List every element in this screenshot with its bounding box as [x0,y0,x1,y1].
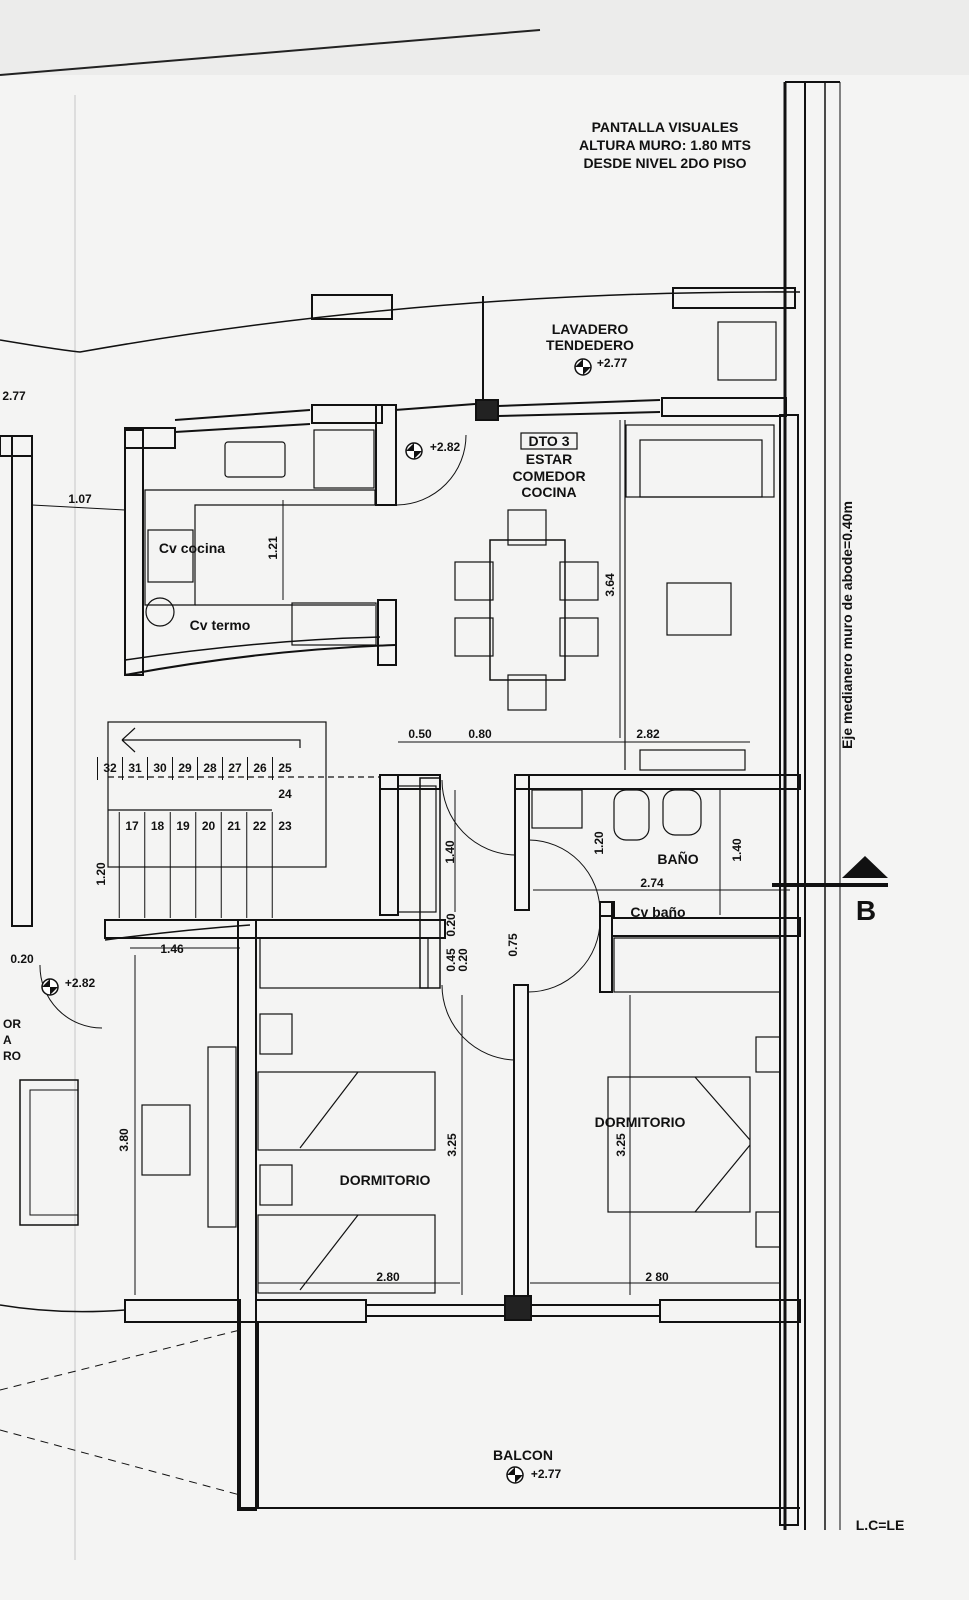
fixtures [141,321,781,1294]
stair-step-number: 21 [227,819,241,833]
stair-step-number: 22 [253,819,267,833]
screen-note: PANTALLA VISUALES ALTURA MURO: 1.80 MTS … [579,119,751,171]
level-left-bottom: +2.82 [65,976,96,990]
label-cv-termo: Cv termo [190,617,251,633]
dim-1-20-bath: 1.20 [592,831,606,855]
stair-step-number: 20 [202,819,216,833]
dim-0-50: 0.50 [408,727,432,741]
dim-1-21: 1.21 [266,536,280,560]
dim-2-80-right: 2 80 [645,1270,669,1284]
dim-1-20-stair: 1.20 [94,862,108,886]
dim-1-07: 1.07 [68,492,92,506]
label-cv-cocina: Cv cocina [159,540,225,556]
stair-step-number: 28 [203,761,217,775]
section-marker-b [772,856,888,887]
stair-step-number: 18 [151,819,165,833]
dim-2-74: 2.74 [640,876,664,890]
dim-3-25-right: 3.25 [614,1133,628,1157]
dim-3-25-left: 3.25 [445,1133,459,1157]
room-balcon: BALCON [493,1447,553,1463]
room-comedor: COMEDOR [512,468,585,484]
dim-2-80-left: 2.80 [376,1270,400,1284]
dim-3-64: 3.64 [603,573,617,597]
level-balcon: +2.77 [531,1467,562,1481]
label-cut-a: A [3,1033,12,1047]
dim-0-80: 0.80 [468,727,492,741]
label-section-b: B [856,895,876,926]
stair [107,721,380,868]
door-swings [39,434,601,1061]
stair-step-number: 23 [278,819,292,833]
stair-step-number: 19 [176,819,190,833]
room-dormitorio-right: DORMITORIO [595,1114,686,1130]
stair-step-number: 25 [278,761,292,775]
note-line-3: DESDE NIVEL 2DO PISO [583,155,746,171]
stair-steps-lower: 17 18 19 20 21 22 23 [118,812,292,918]
stair-step-number: 29 [178,761,192,775]
dim-0-45: 0.45 [444,948,458,972]
note-line-1: PANTALLA VISUALES [592,119,739,135]
level-kitchen: +2.82 [430,440,461,454]
level-left-top: 2.77 [2,389,26,403]
level-lavadero: +2.77 [597,356,628,370]
dim-1-46: 1.46 [160,942,184,956]
stair-steps-upper: 32 31 30 29 28 27 26 25 [97,757,292,780]
label-cut-ro: RO [3,1049,21,1063]
room-tendedero: TENDEDERO [546,337,634,353]
dim-2-82: 2.82 [636,727,660,741]
room-cocina: COCINA [521,484,576,500]
dimension-lines [130,420,790,1295]
walls [0,81,841,1530]
room-bano: BAÑO [657,850,698,867]
level-markers [41,358,592,1484]
dim-0-20-c: 0.20 [10,952,34,966]
label-lc-le: L.C=LE [856,1517,905,1533]
stair-step-landing: 24 [278,787,292,801]
room-lavadero: LAVADERO [552,321,629,337]
paper-fold-line [0,29,541,76]
stair-step-number: 31 [128,761,142,775]
dim-1-40-bath: 1.40 [730,838,744,862]
stair-step-number: 17 [125,819,139,833]
dim-0-20-a: 0.20 [444,913,458,937]
dim-0-20-b: 0.20 [456,948,470,972]
dim-0-75: 0.75 [506,933,520,957]
room-dto: DTO 3 [529,433,570,449]
dim-3-80: 3.80 [117,1128,131,1152]
label-cut-or: OR [3,1017,21,1031]
room-estar: ESTAR [526,451,572,467]
label-cv-bano: Cv baño [630,904,685,920]
stair-step-number: 30 [153,761,167,775]
dto-box [520,432,578,450]
dim-1-40-corridor: 1.40 [443,840,457,864]
label-eje-medianero: Eje medianero muro de abode=0.40m [839,501,855,749]
stair-step-number: 26 [253,761,267,775]
stair-step-number: 27 [228,761,242,775]
stair-step-number: 32 [103,761,117,775]
note-line-2: ALTURA MURO: 1.80 MTS [579,137,751,153]
room-dormitorio-left: DORMITORIO [340,1172,431,1188]
